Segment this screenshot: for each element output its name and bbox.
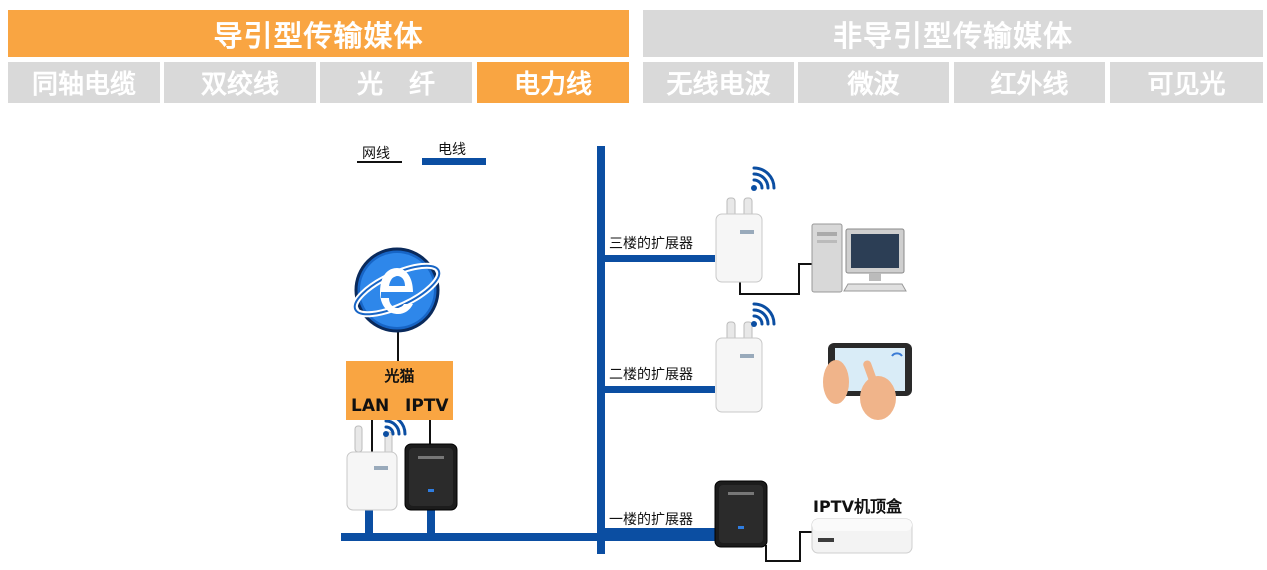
- legend-power-line-label: 电线: [438, 142, 466, 158]
- fiber-modem: 光猫 LAN IPTV: [346, 361, 453, 420]
- legend-network-cable-line: [357, 161, 402, 163]
- power-drop-wifi-adapter: [365, 504, 373, 538]
- item-coaxial-cable: 同轴电缆: [8, 62, 160, 103]
- internet-explorer-icon: [351, 247, 443, 333]
- guided-media-header: 导引型传输媒体: [8, 10, 629, 57]
- power-main-line: [341, 533, 718, 541]
- item-infrared: 红外线: [954, 62, 1105, 103]
- unguided-media-header: 非导引型传输媒体: [643, 10, 1263, 57]
- item-visible-light: 可见光: [1110, 62, 1263, 103]
- main-black-powerline-adapter: [404, 443, 458, 511]
- modem-iptv-port-label: IPTV: [405, 396, 449, 416]
- item-microwave: 微波: [798, 62, 949, 103]
- item-power-line: 电力线: [477, 62, 629, 103]
- tablet-icon: [823, 343, 912, 420]
- legend-network-cable-label: 网线: [362, 146, 390, 162]
- floor2-extender-label: 二楼的扩展器: [609, 367, 693, 383]
- desktop-computer-icon: [811, 223, 907, 293]
- power-drop-black-adapter: [427, 507, 435, 538]
- iptv-set-top-box-label: IPTV机顶盒: [813, 497, 902, 516]
- modem-lan-port-label: LAN: [351, 396, 390, 416]
- legend-power-line-line: [422, 158, 486, 165]
- floor2-wifi-extender: [715, 321, 763, 413]
- main-wifi-powerline-adapter: [346, 425, 398, 511]
- floor1-extender-label: 一楼的扩展器: [609, 512, 693, 528]
- power-branch-floor1: [601, 528, 717, 535]
- wifi-signal-icon-floor3: [751, 166, 776, 191]
- wifi-signal-icon-floor2: [751, 302, 776, 327]
- floor3-wifi-extender: [715, 197, 763, 283]
- cable-floor3-pc: [739, 263, 813, 295]
- item-twisted-pair: 双绞线: [164, 62, 316, 103]
- item-radio-wave: 无线电波: [643, 62, 794, 103]
- modem-title: 光猫: [384, 367, 415, 385]
- power-riser-line: [597, 146, 605, 554]
- floor1-black-powerline-adapter: [714, 480, 768, 548]
- cable-floor1-stb: [765, 531, 812, 562]
- floor3-extender-label: 三楼的扩展器: [609, 236, 693, 252]
- power-lines: [341, 146, 718, 554]
- item-optical-fiber: 光 纤: [320, 62, 472, 103]
- power-branch-floor3: [601, 255, 715, 262]
- set-top-box-icon: [811, 518, 913, 554]
- power-branch-floor2: [601, 386, 715, 393]
